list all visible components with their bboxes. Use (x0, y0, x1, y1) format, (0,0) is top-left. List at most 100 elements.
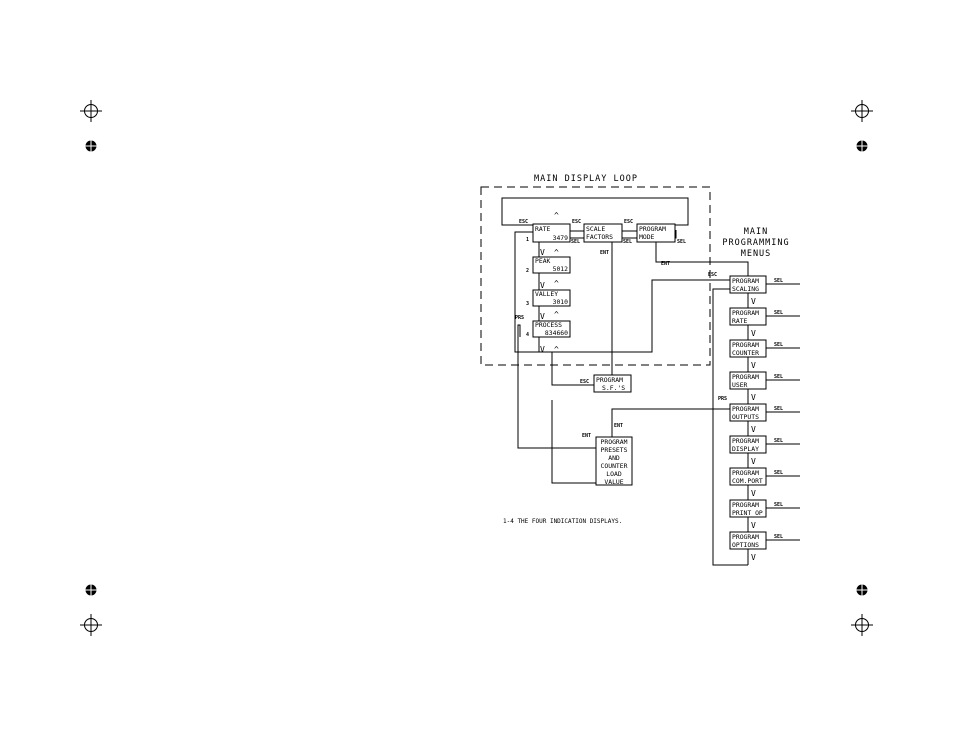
diagram-title: MAIN DISPLAY LOOP (534, 174, 638, 184)
down-arrow-icon: V (751, 329, 756, 338)
esc-label-rate: ESC (519, 219, 528, 225)
presets-line1: PROGRAM (601, 438, 628, 446)
loop-box-process-label: PROCESS (535, 321, 562, 329)
program-sfs-line2: S.F.'S (602, 384, 625, 392)
menu-user-line1: PROGRAM (732, 373, 759, 381)
esc-label-sfs: ESC (580, 379, 589, 385)
menu-display[interactable]: PROGRAM DISPLAY (729, 435, 800, 454)
menu-outputs-line2: OUTPUTS (732, 413, 759, 421)
loop-box-valley-label: VALLEY (535, 290, 558, 298)
footnote: 1-4 THE FOUR INDICATION DISPLAYS. (503, 518, 622, 525)
menu-print-op-line1: PROGRAM (732, 501, 759, 509)
key-labels: ESC ESC ESC SEL SEL SEL ENT ENT ESC ESC … (515, 219, 783, 540)
sel-label-menu-display: SEL (774, 438, 783, 444)
up-arrow-icon: ^ (554, 248, 559, 257)
menu-outputs-line1: PROGRAM (732, 405, 759, 413)
program-mode-box[interactable]: PROGRAM MODE (636, 223, 676, 243)
presets-line5: LOAD (606, 470, 622, 478)
scale-factors-line2: FACTORS (586, 233, 613, 241)
sel-label-mode: SEL (677, 239, 686, 245)
menu-rate[interactable]: PROGRAM RATE (729, 307, 800, 326)
down-arrow-icon: V (540, 248, 545, 257)
menu-print-op-line2: PRINT OP (732, 509, 763, 517)
loop-box-peak-number: 2 (526, 268, 529, 274)
down-arrow-icon: V (540, 312, 545, 321)
menu-counter-line2: COUNTER (732, 349, 759, 357)
down-arrow-icon: V (540, 281, 545, 290)
menu-display-line1: PROGRAM (732, 437, 759, 445)
up-arrow-icon: ^ (554, 279, 559, 288)
registration-marks (80, 100, 873, 636)
down-arrow-icon: V (751, 489, 756, 498)
down-arrow-icon: V (751, 361, 756, 370)
presets-line2: PRESETS (601, 446, 628, 454)
loop-box-peak[interactable]: PEAK 5012 2 (526, 256, 571, 274)
program-presets-box[interactable]: PROGRAM PRESETS AND COUNTER LOAD VALUE (595, 436, 633, 486)
menu-com-port[interactable]: PROGRAM COM.PORT (729, 467, 800, 486)
menu-counter-line1: PROGRAM (732, 341, 759, 349)
prs-label-loop: PRS (515, 315, 524, 321)
down-arrow-icon: V (540, 345, 545, 354)
ent-label-presets: ENT (582, 433, 591, 439)
loop-box-valley-value: 3010 (553, 298, 569, 306)
sel-label-menu-scaling: SEL (774, 278, 783, 284)
loop-box-valley-number: 3 (526, 301, 529, 307)
loop-box-process[interactable]: PROCESS 834660 4 (526, 320, 571, 338)
sel-label-menu-rate: SEL (774, 310, 783, 316)
loop-box-peak-value: 5012 (553, 265, 569, 273)
menu-scaling-line2: SCALING (732, 285, 759, 293)
program-sfs-box[interactable]: PROGRAM S.F.'S (593, 374, 632, 393)
loop-box-rate[interactable]: RATE 3479 1 (526, 223, 571, 243)
connector-lines (501, 197, 749, 566)
sel-label-menu-com-port: SEL (774, 470, 783, 476)
down-arrow-icon: V (751, 393, 756, 402)
sel-label-rate: SEL (571, 239, 580, 245)
menu-options[interactable]: PROGRAM OPTIONS (729, 531, 800, 550)
esc-label-mode: ESC (624, 219, 633, 225)
down-arrow-icon: V (751, 297, 756, 306)
program-sfs-line1: PROGRAM (596, 376, 623, 384)
main-display-loop-boundary (480, 186, 711, 366)
menu-user[interactable]: PROGRAM USER (729, 371, 800, 390)
menu-display-line2: DISPLAY (732, 445, 759, 453)
side-title-3: MENUS (741, 249, 772, 259)
reg-mark-top-left (80, 100, 102, 155)
menu-scaling[interactable]: PROGRAM SCALING (729, 275, 800, 294)
loop-box-process-number: 4 (526, 332, 529, 338)
loop-box-rate-number: 1 (526, 237, 529, 243)
menu-counter[interactable]: PROGRAM COUNTER (729, 339, 800, 358)
presets-line6: VALUE (604, 478, 623, 486)
loop-box-rate-value: 3479 (553, 234, 569, 242)
ent-label-outputs: ENT (614, 423, 623, 429)
down-arrow-icon: V (751, 521, 756, 530)
sel-label-menu-counter: SEL (774, 342, 783, 348)
menu-user-line2: USER (732, 381, 748, 389)
side-title-1: MAIN (744, 227, 768, 237)
ent-label-mode: ENT (661, 261, 670, 267)
sel-label-scale: SEL (623, 239, 632, 245)
prs-label-outputs: PRS (718, 396, 727, 402)
reg-mark-top-right (851, 100, 873, 155)
program-mode-line2: MODE (639, 233, 655, 241)
menu-com-port-line2: COM.PORT (732, 477, 763, 485)
sel-label-menu-options: SEL (774, 534, 783, 540)
menu-outputs[interactable]: PROGRAM OUTPUTS (729, 403, 800, 422)
up-arrow-icon: ^ (554, 345, 559, 354)
menu-print-op[interactable]: PROGRAM PRINT OP (729, 499, 800, 518)
presets-line4: COUNTER (601, 462, 628, 470)
up-arrow-icon: ^ (554, 211, 559, 220)
esc-label-scale: ESC (572, 219, 581, 225)
loop-box-valley[interactable]: VALLEY 3010 3 (526, 289, 571, 307)
reg-mark-bottom-left (80, 581, 102, 636)
menu-rate-line1: PROGRAM (732, 309, 759, 317)
esc-label-scaling: ESC (708, 272, 717, 278)
program-mode-line1: PROGRAM (639, 225, 666, 233)
scale-factors-box[interactable]: SCALE FACTORS (583, 223, 623, 243)
up-arrow-icon: ^ (554, 310, 559, 319)
loop-box-process-value: 834660 (545, 329, 568, 337)
down-arrow-icon: V (751, 553, 756, 562)
sel-label-menu-print-op: SEL (774, 502, 783, 508)
side-title-2: PROGRAMMING (722, 238, 789, 248)
